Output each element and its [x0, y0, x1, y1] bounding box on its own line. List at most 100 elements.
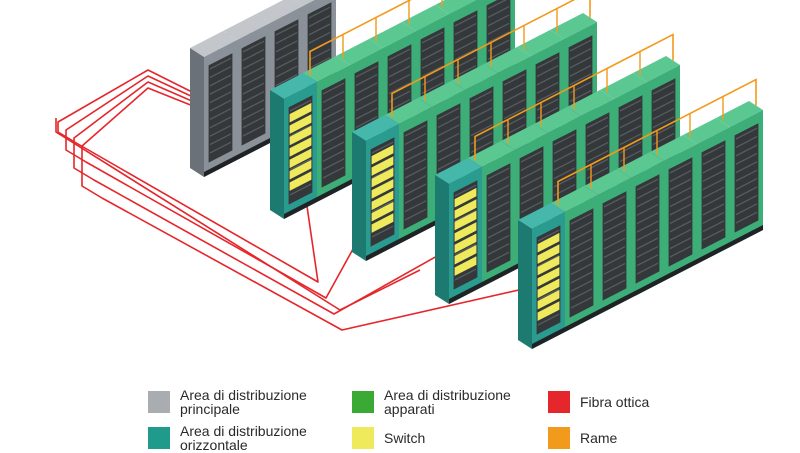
rack-panel-stripe [735, 127, 758, 140]
rack-panel-stripe [536, 90, 559, 103]
rack-top [385, 98, 432, 124]
rack-panel-stripe [669, 237, 692, 250]
rack-base [565, 310, 598, 332]
rack-panel-stripe [570, 296, 593, 309]
rack-panel-stripe [553, 175, 576, 188]
rack-panel-stripe [702, 161, 725, 174]
rack-panel-stripe [454, 243, 477, 256]
rack-panel-stripe [289, 158, 312, 171]
rack-panel-stripe [652, 90, 675, 104]
rack-panel-stripe [569, 47, 592, 61]
rack-panel-stripe [570, 254, 593, 267]
rack [716, 101, 763, 247]
switch-module [537, 301, 560, 321]
rack-top [451, 64, 498, 90]
rack-panel [668, 157, 693, 267]
rack-panel-stripe [536, 106, 559, 120]
rack-top [716, 101, 763, 127]
rack-panel-stripe [437, 149, 460, 162]
rack-panel-stripe [404, 141, 427, 154]
rack-panel-stripe [308, 48, 331, 61]
rack-panel-stripe [322, 99, 345, 112]
rack-panel-stripe [275, 31, 298, 45]
rack-panel-stripe [322, 149, 345, 162]
switch-module [289, 137, 312, 157]
rack-panel-stripe [652, 124, 675, 137]
rack-panel-stripe [503, 90, 526, 103]
rack-panel-stripe [242, 116, 265, 129]
rack-top [402, 5, 449, 31]
rack-panel-stripe [735, 152, 758, 165]
rack-panel-stripe [619, 99, 642, 112]
rack-panel-stripe [652, 132, 675, 146]
rack-top [650, 135, 697, 161]
rack-panel-stripe [652, 82, 675, 95]
rack-panel-stripe [322, 107, 345, 120]
rack-panel-stripe [603, 279, 626, 292]
switch-module [537, 244, 560, 264]
legend-item-equipment-distribution: Area di distribuzione apparati [352, 388, 511, 416]
rack-top [435, 158, 482, 184]
rack-base [730, 225, 763, 247]
rack-panel-stripe [487, 0, 507, 10]
rack-panel-stripe [669, 220, 692, 233]
rack [352, 115, 399, 261]
rack-panel-stripe [404, 200, 427, 213]
legend-swatch-horizontal-distribution [148, 427, 170, 449]
rack-panel-stripe [421, 73, 444, 86]
rack-panel-stripe [669, 211, 692, 225]
rack-top [633, 56, 680, 82]
rack-panel-stripe [454, 14, 477, 27]
rack-panel-stripe [735, 186, 758, 199]
rack-panel-stripe [603, 212, 626, 225]
rack [223, 14, 270, 160]
rack-panel-stripe [603, 237, 626, 250]
switch-module [289, 102, 312, 123]
rack-panel-stripe [735, 144, 758, 157]
rack-panel-stripe [242, 99, 265, 112]
fiber-trunk [81, 87, 546, 331]
rack-panel-stripe [619, 116, 642, 129]
rack-panel-stripe [536, 98, 559, 111]
rack-panel-stripe [454, 22, 477, 36]
rack-top [369, 22, 416, 48]
switch-module [537, 278, 560, 299]
rack-panel-stripe [586, 141, 609, 154]
switch-module [289, 114, 312, 134]
rack-panel-stripe [702, 203, 725, 216]
rack-panel-stripe [702, 169, 725, 182]
rack-panel-stripe [209, 141, 232, 154]
rack-panel-stripe [735, 203, 758, 216]
rack-panel-stripe [669, 186, 692, 199]
rack-panel [602, 191, 627, 301]
switch-module [537, 289, 560, 310]
switch-module [371, 156, 394, 176]
rack [617, 152, 664, 298]
rack-side [190, 48, 204, 177]
switch-module [537, 232, 560, 253]
rack-panel-stripe [652, 99, 675, 112]
rack-panel-stripe [702, 220, 725, 233]
rack-panel-stripe [209, 74, 232, 87]
rack-panel-stripe [702, 194, 725, 208]
rack-panel-stripe [702, 211, 725, 224]
rack-panel-stripe [242, 74, 265, 87]
rack-panel-stripe [553, 167, 576, 180]
rack [435, 158, 482, 304]
legend: Area di distribuzione principale Area di… [0, 372, 800, 452]
rack-panel-stripe [470, 140, 493, 154]
switch-module [371, 201, 394, 222]
rack-panel-stripe [636, 203, 659, 216]
rack-top [293, 0, 315, 6]
rack-panel-stripe [487, 201, 510, 214]
rack-panel-stripe [322, 132, 345, 146]
rack-panel-stripe [242, 124, 265, 137]
rack-panel-stripe [669, 245, 692, 258]
rack-panel-stripe [570, 229, 593, 242]
rack [518, 203, 565, 349]
rack-panel-stripe [735, 135, 758, 149]
rack-panel-stripe [586, 158, 609, 171]
rack-panel-stripe [404, 166, 427, 179]
rack-top [584, 169, 631, 195]
rack-panel-stripe [570, 262, 593, 276]
